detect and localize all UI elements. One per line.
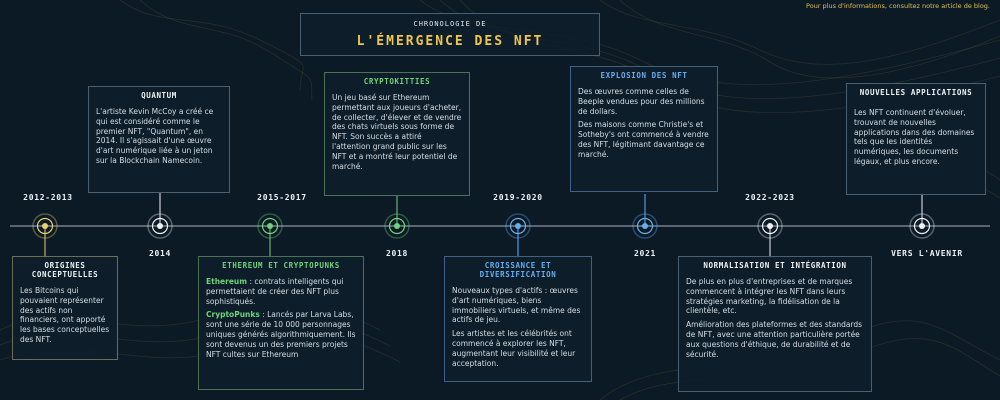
- milestone-card-quantum: QUANTUM L'artiste Kevin McCoy a créé ce …: [88, 86, 230, 193]
- card-text: Les artistes et les célébrités ont comme…: [452, 329, 576, 368]
- card-text: Des maisons comme Christie's et Sotheby'…: [578, 120, 709, 159]
- milestone-card-cryptokitties: CRYPTOKITTIES Un jeu basé sur Ethereum p…: [324, 72, 470, 196]
- card-text: L'artiste Kevin McCoy a créé ce qui est …: [96, 107, 214, 165]
- milestone-card-growth: CROISSANCE ET DIVERSIFICATION Nouveaux t…: [444, 256, 592, 382]
- timeline-node-2018: [384, 213, 410, 239]
- card-title: CRYPTOKITTIES: [363, 77, 431, 86]
- milestone-card-ethereum: ETHEREUM ET CRYPTOPUNKS Ethereum : contr…: [198, 256, 364, 390]
- title-small: CHRONOLOGIE DE: [413, 20, 487, 28]
- card-text: Amélioration des plateformes et des stan…: [686, 320, 863, 359]
- cryptopunks-text: : Lancés par Larva Labs, sont une série …: [206, 310, 356, 359]
- card-text: De plus en plus d'entreprises et de marq…: [686, 277, 853, 316]
- card-text: Des œuvres comme celles de Beeple vendue…: [578, 87, 705, 116]
- milestone-card-future: NOUVELLES APPLICATIONS Les NFT continuen…: [846, 83, 986, 195]
- card-title: ORIGINES CONCEPTUELLES: [31, 261, 99, 279]
- date-label: VERS L'AVENIR: [891, 249, 963, 258]
- card-title: NOUVELLES APPLICATIONS: [859, 88, 973, 97]
- ethereum-text: : contrats intelligents qui permettaient…: [206, 277, 344, 306]
- card-title: CROISSANCE ET DIVERSIFICATION: [479, 261, 557, 279]
- title-banner: CHRONOLOGIE DE L'ÉMERGENCE DES NFT: [300, 13, 600, 56]
- milestone-card-normalisation: NORMALISATION ET INTÉGRATION De plus en …: [678, 256, 872, 392]
- card-title: NORMALISATION ET INTÉGRATION: [703, 261, 847, 270]
- timeline-node-2019: [505, 213, 531, 239]
- milestone-card-origins: ORIGINES CONCEPTUELLES Les Bitcoins qui …: [12, 256, 118, 360]
- blog-link[interactable]: Pour plus d'informations, consultez notr…: [806, 2, 990, 10]
- card-text: Les Bitcoins qui pouvaient représenter d…: [20, 286, 110, 344]
- timeline-node-2015: [257, 213, 283, 239]
- date-label: 2015-2017: [257, 193, 307, 202]
- timeline-node-2022: [757, 213, 783, 239]
- date-label: 2014: [148, 249, 172, 258]
- timeline-node-2012: [32, 213, 58, 239]
- milestone-card-explosion: EXPLOSION DES NFT Des œuvres comme celle…: [570, 66, 718, 192]
- timeline-node-2021: [632, 213, 658, 239]
- date-label: 2018: [385, 249, 409, 258]
- card-text: Nouveaux types d'actifs : œuvres d'art n…: [452, 286, 581, 325]
- card-title: QUANTUM: [141, 91, 177, 100]
- card-text: Un jeu basé sur Ethereum permettant aux …: [332, 93, 462, 171]
- date-label: 2022-2023: [745, 193, 795, 202]
- card-text: Les NFT continuent d'évoluer, trouvant d…: [854, 108, 975, 166]
- timeline-node-future: [909, 213, 935, 239]
- card-title: EXPLOSION DES NFT: [600, 71, 688, 80]
- date-label: 2019-2020: [493, 193, 543, 202]
- timeline-node-2014: [147, 213, 173, 239]
- date-label: 2012-2013: [23, 193, 73, 202]
- card-title: ETHEREUM ET CRYPTOPUNKS: [222, 261, 340, 270]
- ethereum-label: Ethereum: [206, 277, 248, 286]
- cryptopunks-label: CryptoPunks: [206, 310, 260, 320]
- date-label: 2021: [633, 249, 657, 258]
- page-title: L'ÉMERGENCE DES NFT: [356, 34, 544, 49]
